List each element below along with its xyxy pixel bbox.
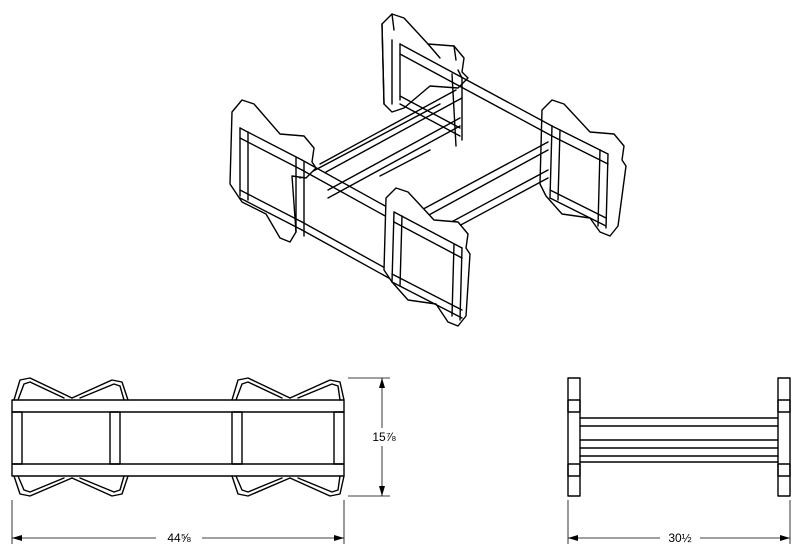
dimension-front-height: 15⅞ [348,377,406,497]
front-height-label: 15⅞ [372,430,396,444]
iso-right-frame [539,99,627,237]
dimension-side-width: 30½ [567,500,791,546]
dimension-front-width: 44⅝ [11,500,345,546]
side-view [567,377,791,497]
iso-front-rails [301,159,397,283]
front-view [11,377,345,497]
iso-front-frame [383,187,471,327]
side-width-label: 30½ [668,531,691,545]
iso-left-frame [229,99,317,243]
front-width-label: 44⅝ [167,531,191,545]
iso-rear-frame [381,13,469,113]
iso-long-rails [399,43,553,147]
isometric-view [229,13,627,327]
